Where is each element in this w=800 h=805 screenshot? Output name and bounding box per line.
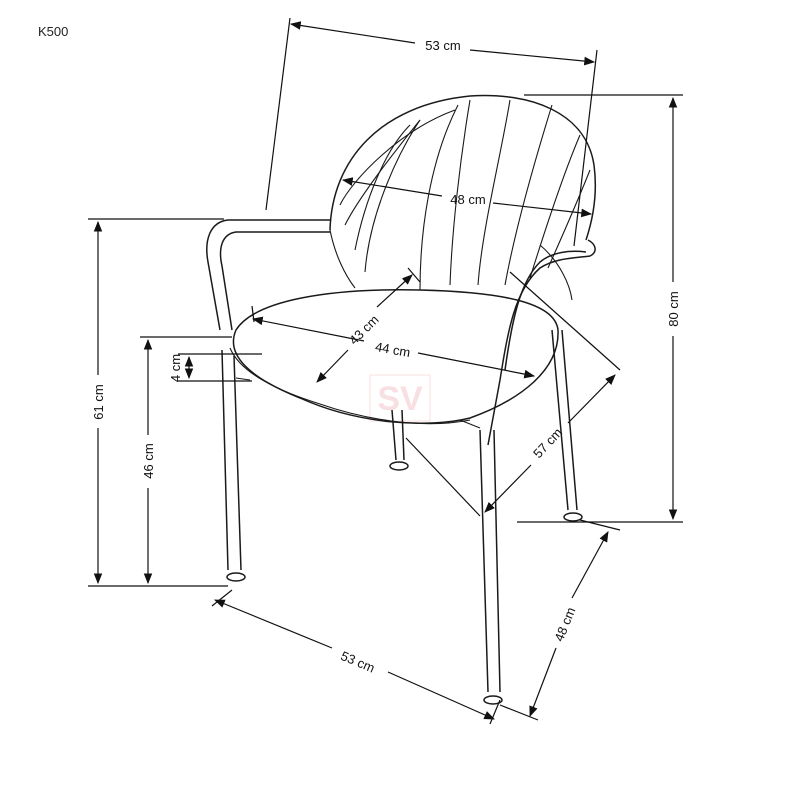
watermark-text: SV bbox=[377, 380, 423, 418]
back-right-leg bbox=[551, 329, 578, 511]
dim-seat-thickness: 4 cm bbox=[168, 353, 262, 382]
front-right-leg bbox=[479, 429, 501, 693]
model-code: K500 bbox=[38, 24, 69, 39]
backrest-shell bbox=[329, 94, 597, 241]
watermark-logo: SV bbox=[369, 374, 431, 422]
dim-seat-depth: 43 cm bbox=[316, 267, 421, 383]
dim-seat-height: 46 cm bbox=[140, 336, 232, 585]
label-diagonal-depth: 57 cm bbox=[530, 425, 565, 461]
label-seat-width: 44 cm bbox=[374, 339, 411, 360]
right-armrest bbox=[487, 239, 596, 446]
chair-outline bbox=[206, 94, 597, 705]
dim-base-depth: 48 cm bbox=[499, 519, 621, 721]
label-inner-back-width: 48 cm bbox=[450, 192, 485, 207]
dim-armrest-height: 61 cm bbox=[88, 218, 228, 587]
dim-diagonal-depth: 57 cm bbox=[405, 271, 621, 517]
front-left-leg bbox=[221, 349, 242, 571]
dim-total-height: 80 cm bbox=[517, 94, 683, 523]
left-armrest bbox=[206, 219, 330, 331]
backrest-channels bbox=[339, 99, 591, 291]
back-left-leg bbox=[391, 409, 405, 461]
dim-base-width: 53 cm bbox=[211, 589, 501, 725]
label-seat-height: 46 cm bbox=[141, 443, 156, 478]
dim-seat-width: 44 cm bbox=[251, 305, 536, 379]
label-total-height: 80 cm bbox=[666, 291, 681, 326]
label-base-depth: 48 cm bbox=[551, 605, 578, 643]
dim-back-width: 53 cm bbox=[265, 17, 598, 247]
label-base-width: 53 cm bbox=[339, 648, 377, 676]
label-armrest-height: 61 cm bbox=[91, 384, 106, 419]
backrest-bottom bbox=[329, 229, 356, 289]
label-seat-thickness: 4 cm bbox=[168, 354, 183, 382]
dim-inner-back-width: 48 cm bbox=[341, 177, 593, 218]
seat-cushion bbox=[232, 289, 559, 424]
label-back-width: 53 cm bbox=[425, 38, 460, 53]
